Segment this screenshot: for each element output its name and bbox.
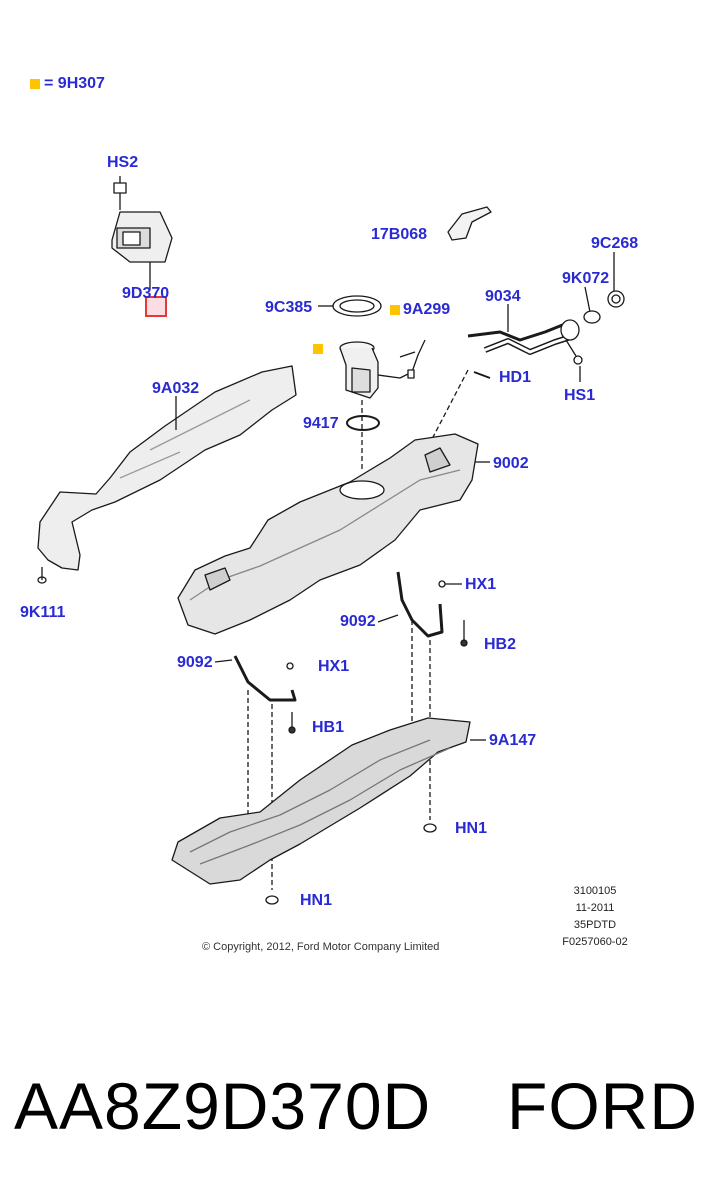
- doc-code-4: F0257060-02: [562, 936, 628, 948]
- label-9a299: 9A299: [403, 301, 451, 318]
- label-9a147: 9A147: [489, 732, 537, 749]
- copyright: © Copyright, 2012, Ford Motor Company Li…: [202, 941, 440, 953]
- heat-shield-17b068: [447, 206, 492, 241]
- label-17b068: 17B068: [371, 226, 428, 243]
- label-hb1: HB1: [312, 719, 345, 736]
- label-hn1-right: HN1: [455, 820, 488, 837]
- label-9417: 9417: [303, 415, 339, 432]
- nuts-hn1: [265, 823, 437, 905]
- lock-ring-9c385: [318, 295, 382, 317]
- cap-9c268: [607, 252, 625, 308]
- doc-code-3: 35PDTD: [573, 919, 617, 931]
- clip-hd1: [419, 369, 491, 463]
- label-hn1-bottom: HN1: [300, 892, 333, 909]
- label-hs2: HS2: [107, 154, 139, 171]
- filler-pipe-9034: [467, 304, 583, 382]
- doc-code-1: 3100105: [573, 885, 617, 897]
- part-number: AA8Z9D370D: [14, 1069, 432, 1143]
- brand-name: FORD: [507, 1069, 698, 1143]
- label-9c268: 9C268: [591, 235, 639, 252]
- label-hd1: HD1: [499, 369, 532, 386]
- label-9k072: 9K072: [562, 270, 610, 287]
- legend-text: = 9H307: [44, 75, 105, 92]
- label-hs1: HS1: [564, 387, 596, 404]
- grommet-9k072: [583, 286, 601, 324]
- skid-plate-9a147: [171, 717, 486, 885]
- label-hx1-left: HX1: [318, 658, 350, 675]
- label-hb2: HB2: [484, 636, 517, 653]
- heat-shield-9a032: [37, 365, 297, 584]
- label-9a032: 9A032: [152, 380, 200, 397]
- label-9c385: 9C385: [265, 299, 313, 316]
- marker-sender: [313, 344, 323, 354]
- label-9002: 9002: [493, 455, 529, 472]
- label-9k111: 9K111: [20, 604, 66, 621]
- fuel-sender-unit: [339, 339, 426, 472]
- seal-9417: [346, 415, 380, 431]
- fuel-tank-9002: [177, 433, 490, 635]
- fuel-pump-module-9d370: [111, 176, 173, 290]
- label-9092-left: 9092: [177, 654, 213, 671]
- doc-code-2: 11-2011: [575, 902, 615, 914]
- label-9092-right: 9092: [340, 613, 376, 630]
- marker-9a299: [390, 305, 400, 315]
- highlight-9d370: [145, 296, 167, 317]
- legend-swatch: [30, 79, 40, 89]
- label-9034: 9034: [485, 288, 521, 305]
- fuel-system-drawing: [37, 176, 625, 905]
- label-9d370: 9D370: [122, 285, 170, 302]
- label-hx1-right: HX1: [465, 576, 497, 593]
